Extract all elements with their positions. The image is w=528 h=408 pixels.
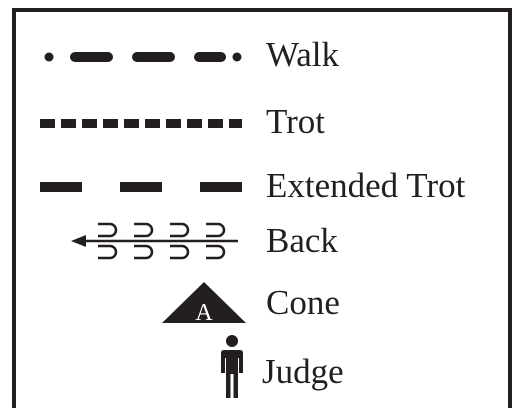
trot-line-symbol: [40, 119, 242, 128]
extended-trot-line-symbol: [40, 182, 242, 192]
legend-label-walk: Walk: [266, 35, 339, 74]
cone-letter: A: [195, 300, 213, 326]
legend-label-extended-trot: Extended Trot: [266, 166, 466, 205]
legend-box: Walk Trot: [12, 8, 512, 408]
legend-row-cone: A Cone: [16, 276, 508, 336]
legend-label-judge: Judge: [262, 352, 344, 391]
legend-label-cone: Cone: [266, 283, 340, 322]
back-arrow-symbol: [71, 222, 238, 260]
legend-row-walk: Walk: [16, 26, 508, 86]
legend-row-extended-trot: Extended Trot: [16, 159, 508, 219]
judge-person-icon: [221, 335, 243, 398]
legend-row-judge: Judge: [16, 334, 508, 398]
legend-label-trot: Trot: [266, 102, 326, 141]
legend-row-trot: Trot: [16, 93, 508, 153]
legend-label-back: Back: [266, 221, 338, 260]
walk-line-symbol: [44, 52, 242, 62]
legend-row-back: Back: [16, 217, 508, 277]
cone-triangle-symbol: A: [162, 282, 246, 326]
